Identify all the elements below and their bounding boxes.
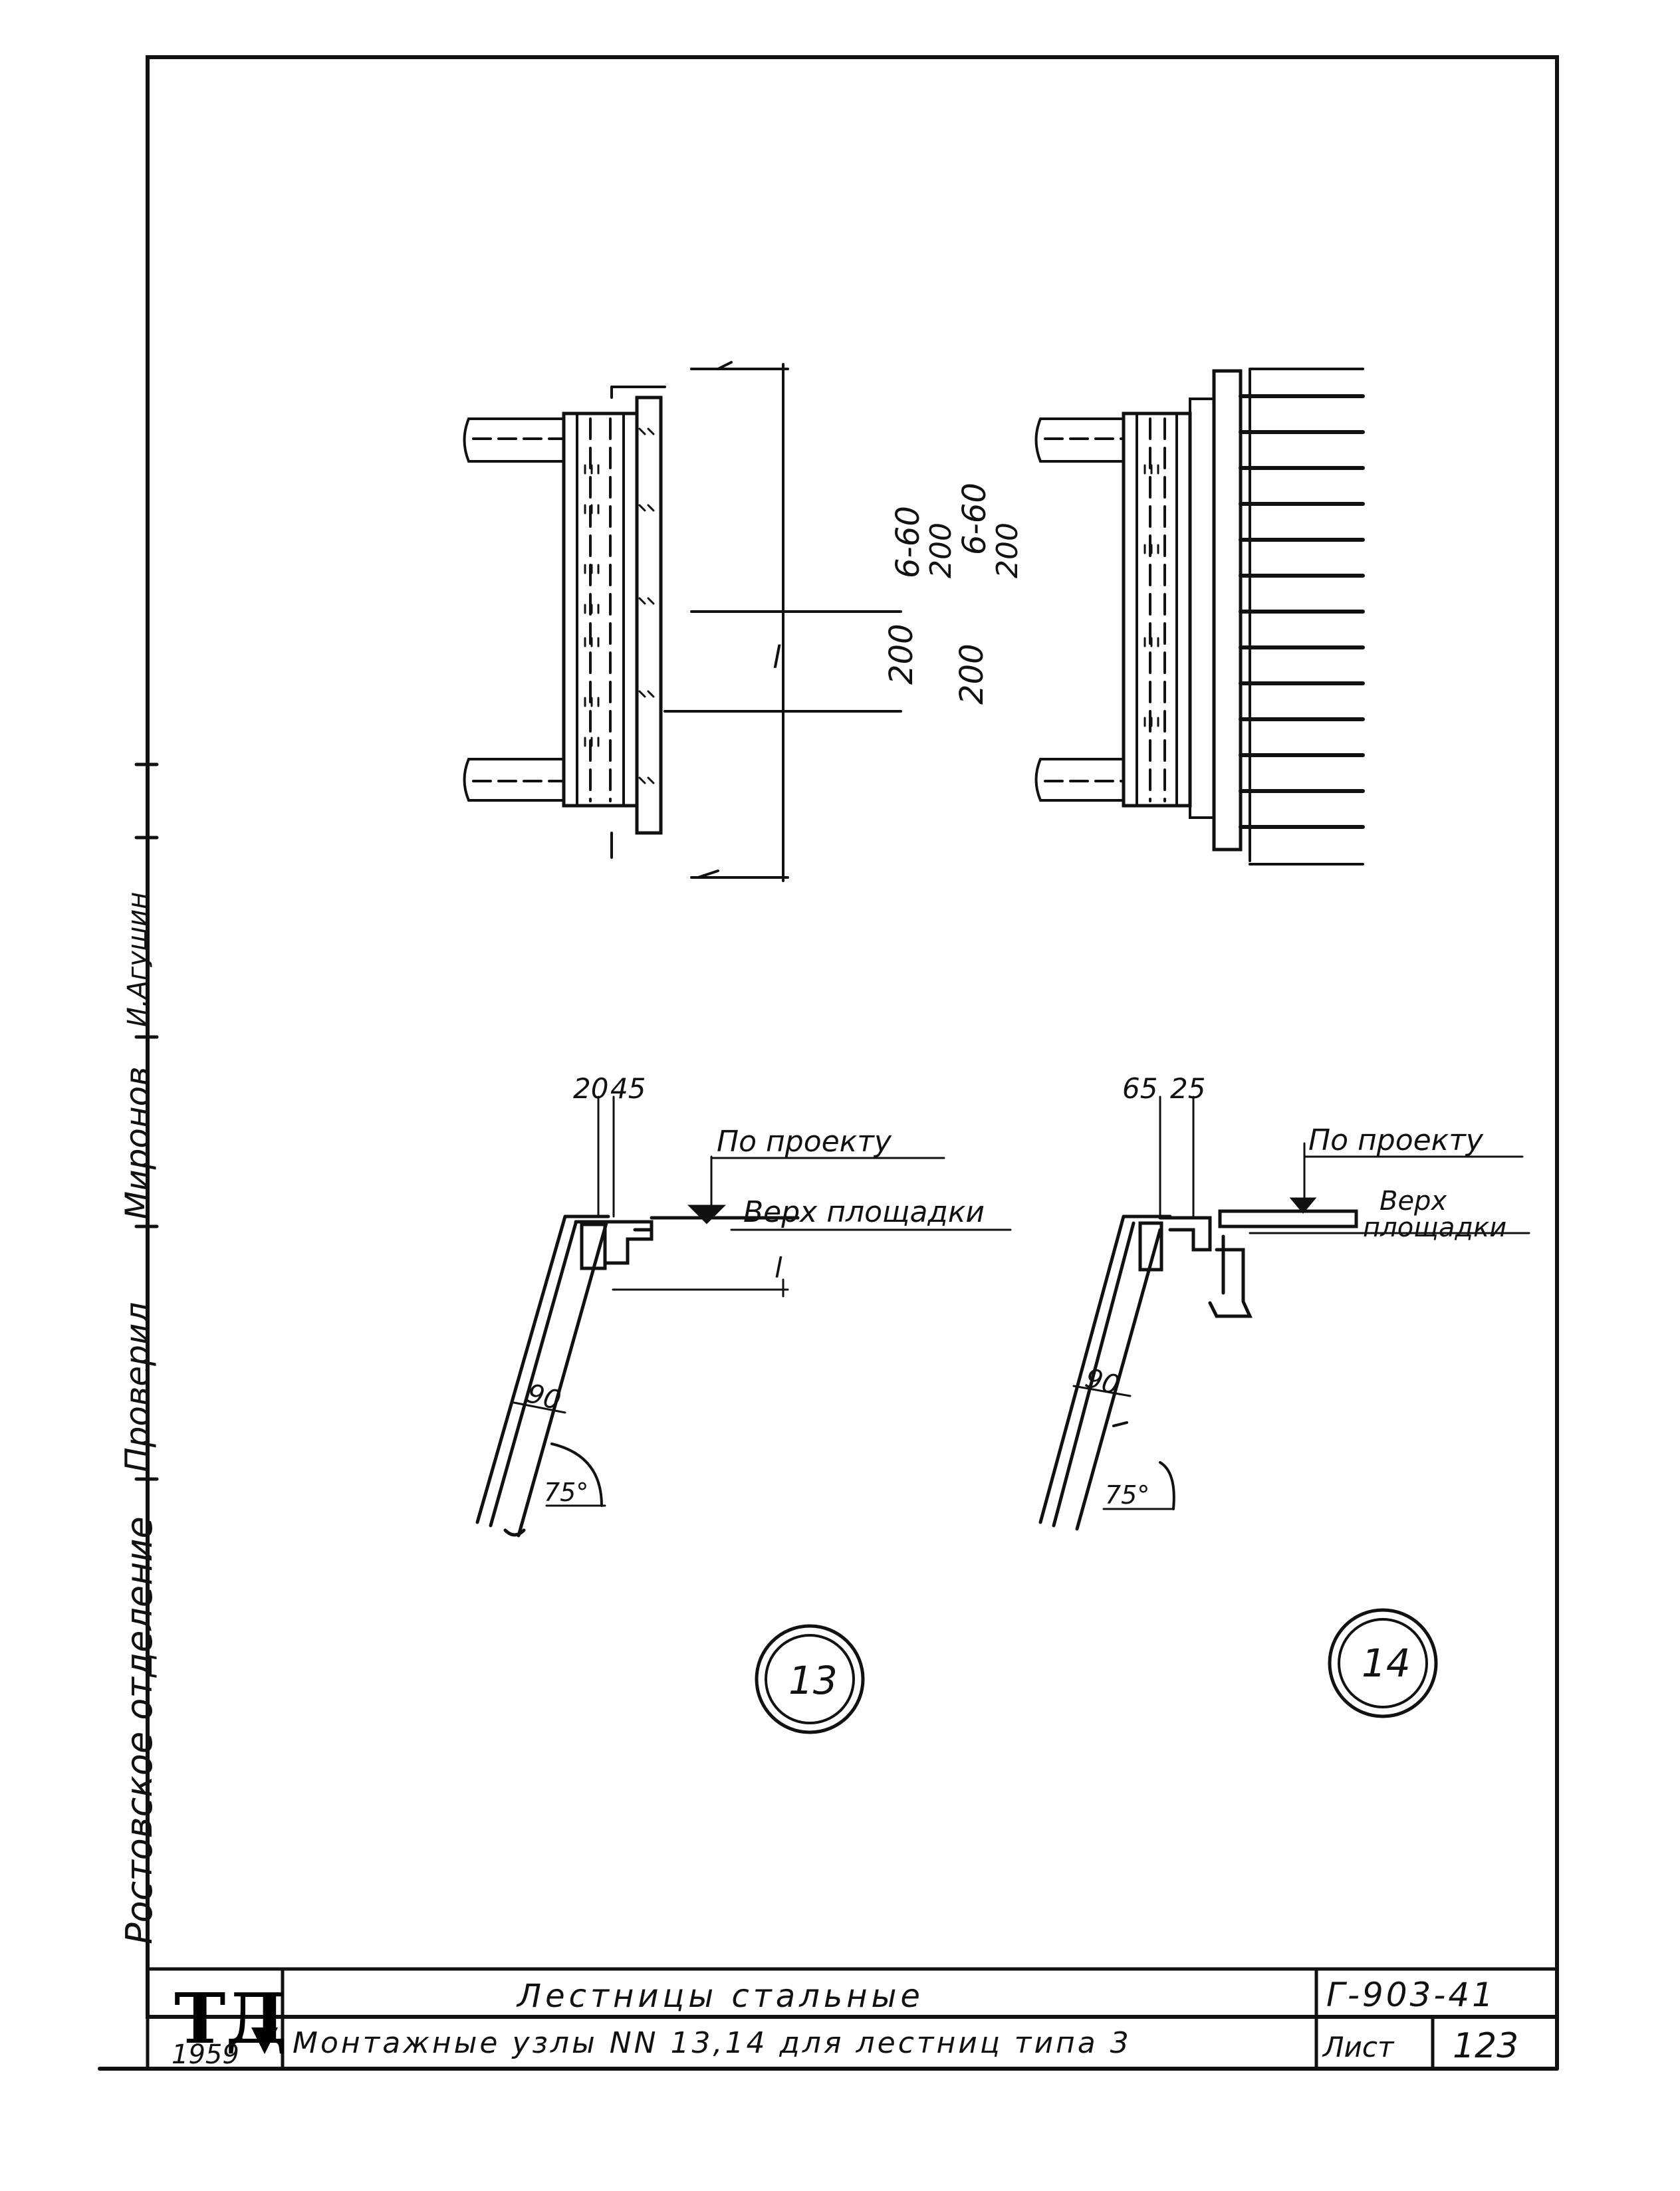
node-label-13: 13 [788,1658,838,1703]
spacing-label-b: 6-60 [956,483,993,555]
drawing-frame [146,55,1559,2019]
spacing-label-a-den: 200 [924,522,958,578]
year: 1959 [172,2039,239,2070]
spacing-step-b: 200 [953,643,991,705]
dim-13-b: 45 [610,1072,646,1105]
doc-code: Г-903-41 [1326,1976,1496,2014]
sheet-label: Лист [1323,2031,1394,2063]
checker-name: Миронов [118,1066,157,1220]
sheet-subtitle: Монтажные узлы NN 13,14 для лестниц типа… [293,2026,1132,2060]
checked-label: Проверил [118,1302,157,1472]
span-label: l [773,639,781,675]
dim-13-a: 20 [573,1072,608,1105]
angle-13: 75° [544,1478,588,1507]
section-node-14 [1038,1096,1530,1531]
signature: И.Агушин [122,891,153,1027]
span-label-13: l [775,1252,782,1284]
by-project-13: По проекту [717,1125,892,1159]
spacing-label-a: 6-60 [890,506,927,578]
angle-14: 75° [1105,1480,1149,1510]
sheet-number: 123 [1453,2026,1519,2066]
plan-view-left [463,361,902,882]
platform-top-13: Верх площадки [743,1195,985,1229]
spacing-step-a: 200 [883,624,920,685]
node-marker-13 [755,1624,865,1734]
spacing-label-b-den: 200 [991,522,1024,578]
title-block-grid [146,1967,1559,2071]
logo-arrow-icon [251,2027,278,2054]
dim-14-b: 25 [1170,1072,1205,1105]
by-project-14: По проекту [1308,1123,1484,1157]
organization-label: Ростовское отделение [118,1516,160,1944]
platform-top-14-line1: Верх [1380,1186,1447,1216]
node-label-14: 14 [1362,1641,1411,1686]
side-stamp-ticks [134,762,159,1481]
sheet-title: Лестницы стальные [517,1978,924,2015]
dim-14-a: 65 [1122,1072,1157,1105]
node-marker-14 [1328,1608,1438,1718]
section-node-13 [475,1096,1012,1538]
plan-view-right [1034,368,1365,865]
platform-top-14-line2: площадки [1363,1212,1506,1243]
